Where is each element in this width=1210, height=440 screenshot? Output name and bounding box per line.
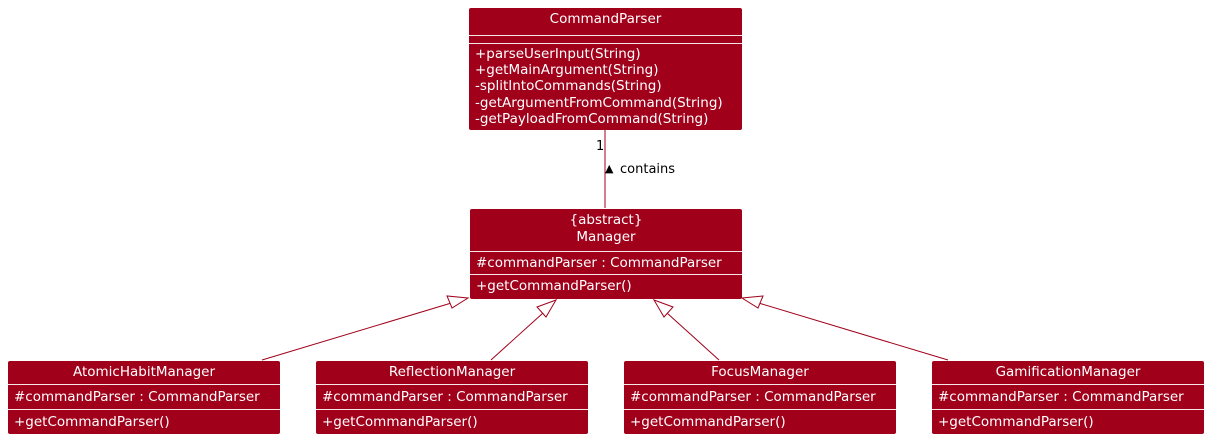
class-reflection-manager[interactable]: ReflectionManager #commandParser : Comma… bbox=[316, 361, 588, 434]
class-name: FocusManager bbox=[711, 364, 809, 380]
method-row: +parseUserInput(String) bbox=[475, 46, 641, 62]
method-row: -getPayloadFromCommand(String) bbox=[475, 110, 709, 127]
class-focus-manager[interactable]: FocusManager #commandParser : CommandPar… bbox=[624, 361, 896, 434]
divider bbox=[316, 384, 588, 385]
divider bbox=[469, 35, 742, 36]
method-row: +getMainArgument(String) bbox=[475, 62, 659, 79]
field-row: #commandParser : CommandParser bbox=[476, 255, 722, 271]
association-multiplicity: 1 bbox=[596, 139, 605, 154]
field-row: #commandParser : CommandParser bbox=[322, 389, 568, 405]
association-direction-arrow: ▲ bbox=[605, 162, 614, 175]
generalization-arrowhead-gamification bbox=[740, 295, 764, 309]
class-atomic-habit-manager[interactable]: AtomicHabitManager #commandParser : Comm… bbox=[8, 361, 280, 434]
field-row: #commandParser : CommandParser bbox=[630, 389, 876, 405]
class-name: ReflectionManager bbox=[388, 364, 516, 380]
field-row: #commandParser : CommandParser bbox=[938, 389, 1184, 405]
divider bbox=[469, 43, 742, 44]
divider bbox=[470, 274, 742, 275]
empty-fields-compartment bbox=[469, 36, 742, 43]
method-row: +getCommandParser() bbox=[322, 414, 478, 430]
generalization-line-reflection bbox=[490, 312, 544, 361]
class-command-parser[interactable]: CommandParser +parseUserInput(String) +g… bbox=[469, 8, 742, 130]
class-name: CommandParser bbox=[549, 11, 662, 27]
method-row: -getArgumentFromCommand(String) bbox=[475, 94, 723, 111]
divider bbox=[932, 384, 1204, 385]
method-row: -splitIntoCommands(String) bbox=[475, 78, 662, 95]
generalization-line-atomic bbox=[261, 300, 459, 361]
method-row: +getCommandParser() bbox=[938, 414, 1094, 430]
class-gamification-manager[interactable]: GamificationManager #commandParser : Com… bbox=[932, 361, 1204, 434]
method-row: +getCommandParser() bbox=[476, 278, 632, 294]
generalization-line-gamification bbox=[751, 300, 949, 361]
divider bbox=[8, 409, 280, 410]
methods-compartment: +parseUserInput(String) +getMainArgument… bbox=[469, 44, 742, 127]
generalization-arrowhead-reflection bbox=[536, 299, 558, 318]
class-manager[interactable]: {abstract} Manager #commandParser : Comm… bbox=[470, 209, 742, 299]
divider bbox=[8, 384, 280, 385]
divider bbox=[470, 251, 742, 252]
method-row: +getCommandParser() bbox=[630, 414, 786, 430]
method-row: +getCommandParser() bbox=[14, 414, 170, 430]
divider bbox=[624, 384, 896, 385]
field-row: #commandParser : CommandParser bbox=[14, 389, 260, 405]
association-label: contains bbox=[620, 162, 676, 177]
class-stereotype: {abstract} bbox=[569, 212, 643, 228]
generalization-arrowhead-focus bbox=[652, 299, 674, 318]
class-name: AtomicHabitManager bbox=[72, 364, 216, 380]
generalization-line-focus bbox=[666, 312, 720, 361]
divider bbox=[932, 409, 1204, 410]
divider bbox=[624, 409, 896, 410]
divider bbox=[316, 409, 588, 410]
generalization-arrowhead-atomic bbox=[446, 295, 470, 309]
class-name: Manager bbox=[576, 229, 636, 245]
class-name: GamificationManager bbox=[995, 364, 1141, 380]
